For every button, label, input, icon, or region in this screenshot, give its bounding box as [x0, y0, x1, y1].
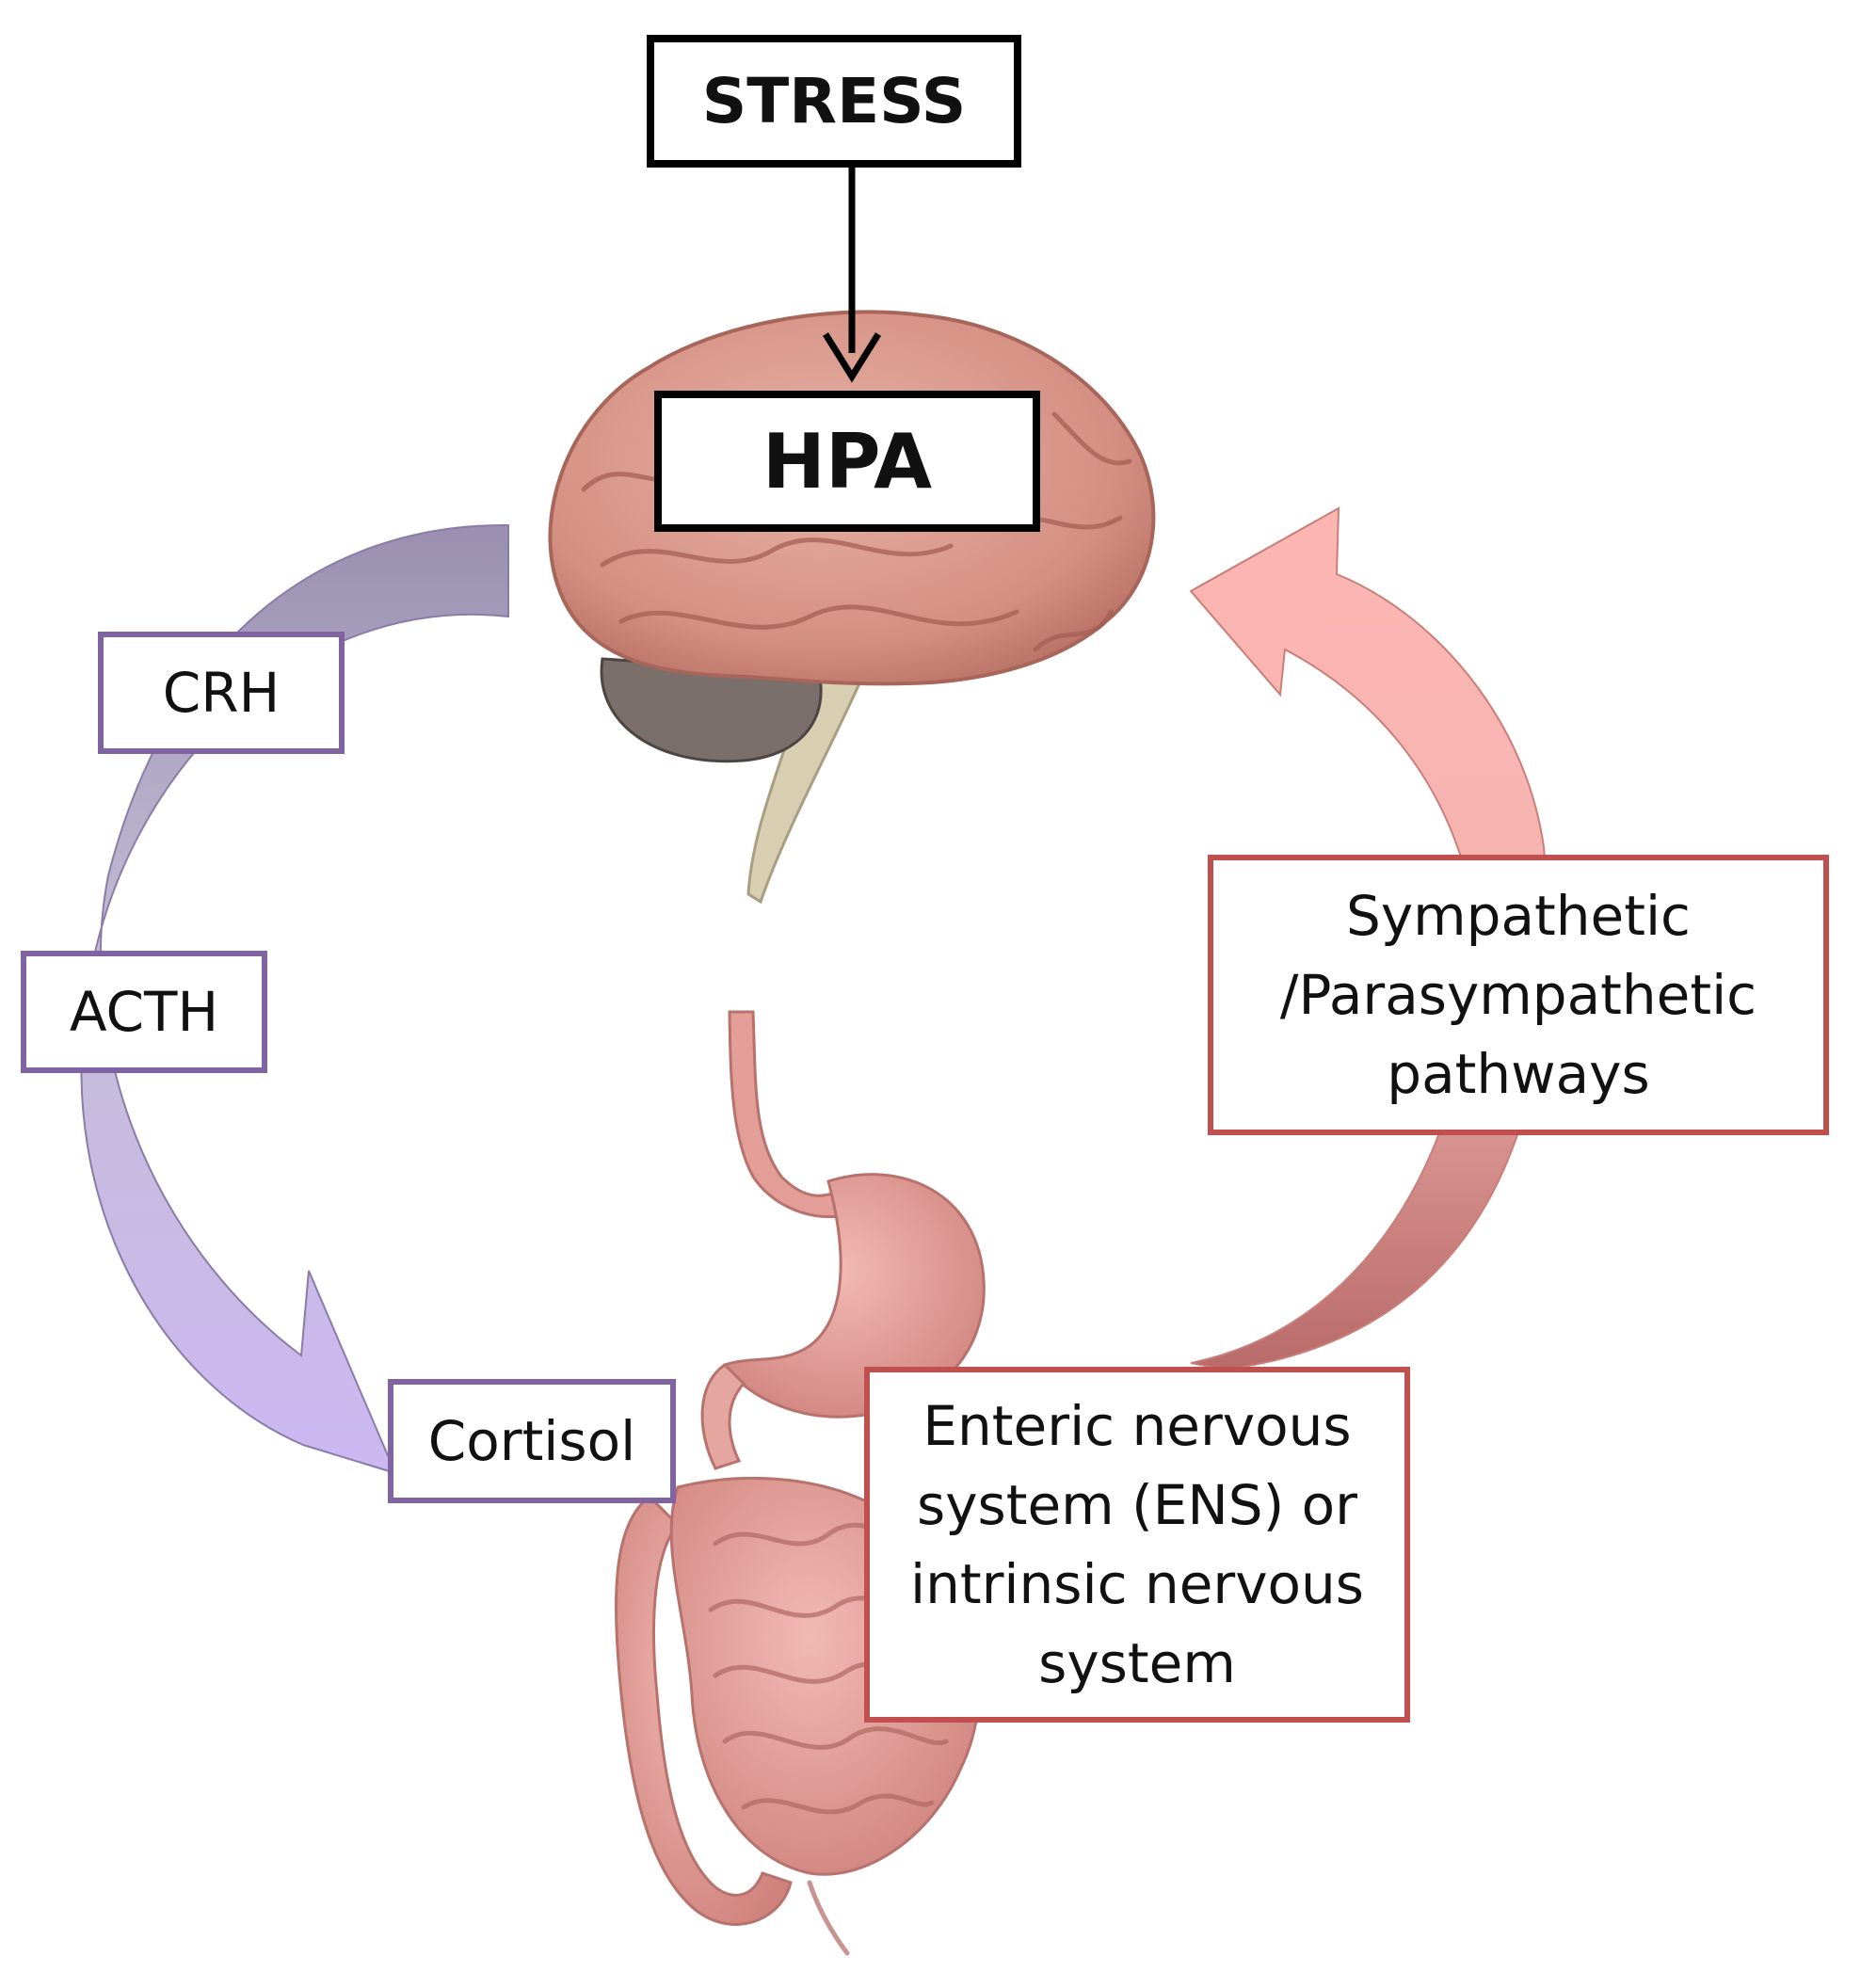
ens-line-4: system [1038, 1631, 1236, 1695]
ens-line-3: intrinsic nervous [909, 1552, 1365, 1616]
cortisol-text: Cortisol [427, 1409, 636, 1473]
ens-line-2: system (ENS) or [916, 1473, 1357, 1537]
stress-to-hpa-arrow [823, 168, 881, 383]
sympathetic-line-3: pathways [1387, 1042, 1650, 1106]
acth-text: ACTH [69, 980, 219, 1044]
enteric-nervous-system-label: Enteric nervous system (ENS) or intrinsi… [864, 1367, 1410, 1723]
stress-label: STRESS [647, 35, 1021, 168]
sympathetic-line-1: Sympathetic [1346, 884, 1691, 948]
hpa-text: HPA [762, 417, 933, 505]
crh-text: CRH [162, 661, 281, 725]
acth-label: ACTH [21, 951, 267, 1073]
sympathetic-parasympathetic-label: Sympathetic /Parasympathetic pathways [1208, 855, 1829, 1135]
cortisol-label: Cortisol [388, 1379, 676, 1503]
ens-line-1: Enteric nervous [922, 1394, 1352, 1458]
sympathetic-line-2: /Parasympathetic [1279, 963, 1757, 1027]
crh-label: CRH [98, 632, 345, 754]
stress-text: STRESS [701, 65, 967, 137]
hpa-label: HPA [654, 391, 1040, 532]
